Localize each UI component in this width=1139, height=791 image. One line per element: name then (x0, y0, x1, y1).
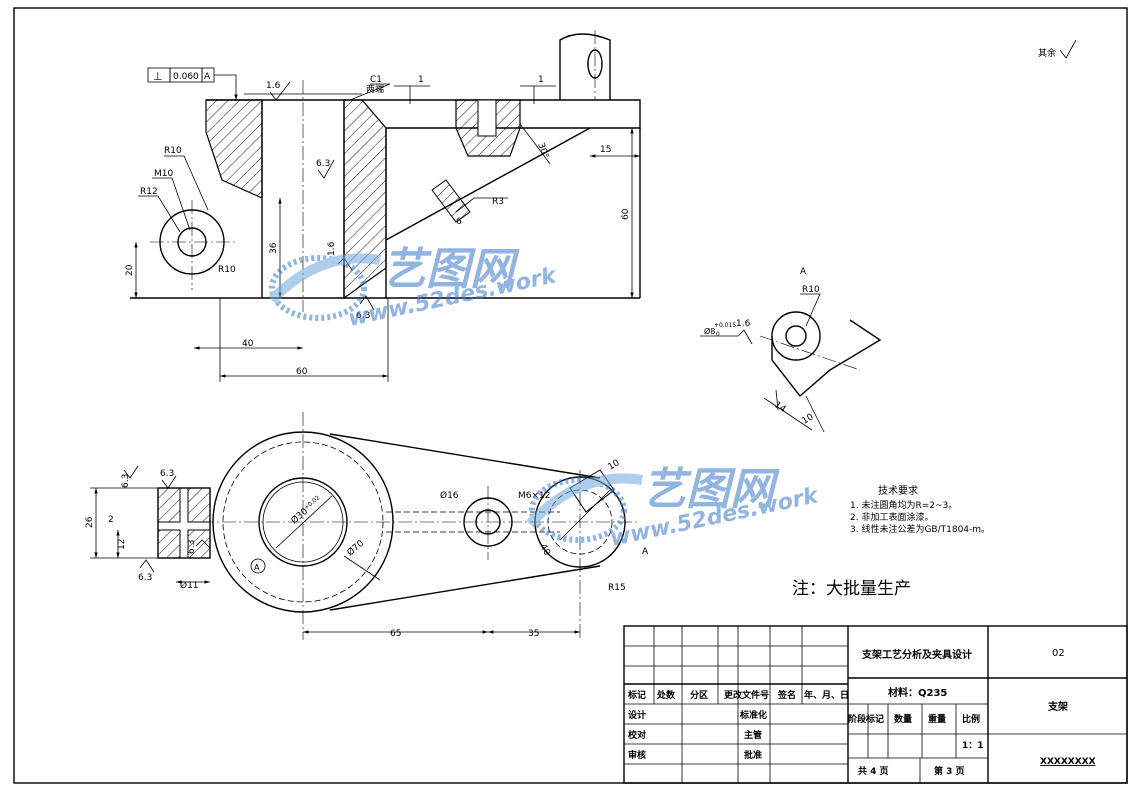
tol-value: 0.060 (173, 72, 199, 82)
tb-total: 共 4 页 (858, 765, 889, 777)
chamfer-note: 两端 (366, 83, 384, 95)
aux-view-title: A (800, 267, 807, 277)
dim-20: 20 (125, 264, 135, 276)
aux-view-a (700, 293, 882, 433)
top-view (130, 30, 1077, 382)
roughness-4: 6.3 (356, 311, 370, 321)
tb-h-zone: 分区 (690, 689, 708, 701)
dim-40: 40 (242, 339, 254, 349)
chamfer-label: C1 (370, 75, 382, 85)
tb-stage-mark: 阶段标记 (848, 713, 884, 725)
bv-roughness-3: 6.3 (187, 540, 197, 554)
tb-h-sign: 签名 (777, 689, 796, 701)
watermark-cn-1: 艺图网 (382, 244, 520, 295)
roughness-aux: 1.6 (736, 319, 751, 329)
bv-roughness-1: 6.3 (121, 474, 131, 488)
tech-req-title: 技术要求 (878, 484, 918, 497)
watermark-cn-2: 艺图网 (642, 464, 780, 515)
roughness-3: 1.6 (327, 241, 337, 256)
bv-dim-10: 10 (607, 458, 622, 473)
tb-scale: 1：1 (962, 741, 984, 751)
watermark-1: 艺图网 www.52des.work (268, 244, 560, 332)
sheet-border (13, 7, 1128, 784)
tb-check: 校对 (628, 729, 646, 741)
watermark-2: 艺图网 www.52des.work (526, 464, 822, 552)
dim-6: 6 (456, 217, 462, 227)
bv-roughness-4: 6.3 (138, 573, 152, 583)
tb-material: 材料：Q235 (888, 686, 947, 699)
bv-dim-phi11: Ø11 (180, 580, 199, 591)
aux-phi: Ø8 (704, 326, 715, 336)
tech-req-1: 1. 未注圆角均为R=2~3。 (850, 499, 957, 511)
bv-roughness-2: 6.3 (160, 469, 174, 479)
aux-phi-tol: +0.015 (714, 322, 736, 329)
aux-r10: R10 (802, 285, 820, 295)
tb-company: XXXXXXXX (1040, 757, 1096, 767)
tb-project: 支架工艺分析及夹具设计 (861, 648, 972, 661)
dim-36: 36 (269, 242, 279, 254)
bv-dim-65: 65 (390, 629, 401, 639)
aux-phi-tol2: 0 (716, 331, 720, 338)
tb-h-mark: 标记 (627, 689, 646, 701)
dim-r12: R12 (140, 187, 158, 197)
title-block (623, 625, 1128, 784)
bv-dim-phi30-tol: +0.02 (303, 494, 322, 511)
bv-dim-26: 26 (85, 516, 95, 528)
tb-h-date: 年、月、日 (804, 689, 849, 701)
dim-1b: 1 (538, 75, 544, 85)
bv-dim-phi70: Ø70 (345, 538, 366, 559)
dim-60h: 60 (296, 367, 308, 377)
bv-dim-35: 35 (528, 629, 539, 639)
aux-10: 10 (801, 412, 816, 427)
bv-dim-phi16: Ø16 (440, 490, 459, 501)
bv-dim-2: 2 (108, 515, 114, 525)
dim-r10b: R10 (218, 265, 236, 275)
tb-qty: 数量 (894, 713, 912, 725)
tb-sheet: 第 3 页 (934, 765, 965, 777)
roughness-1: 1.6 (266, 81, 281, 91)
tb-part-name: 支架 (1047, 700, 1068, 713)
tb-weight: 重量 (928, 713, 946, 725)
roughness-other-label: 其余 (1038, 47, 1056, 59)
tb-standardize: 标准化 (739, 709, 767, 721)
tb-design: 设计 (628, 709, 646, 721)
tech-req-3: 3. 线性未注公差为GB/T1804-m。 (850, 523, 990, 535)
tb-approve: 批准 (744, 749, 762, 761)
bv-dim-12: 12 (117, 539, 127, 550)
tb-supervisor: 主管 (744, 729, 762, 741)
bv-view-a: A (642, 547, 649, 557)
roughness-2: 6.3 (316, 159, 330, 169)
bv-datum-a: A (254, 563, 260, 572)
bottom-view (90, 412, 640, 640)
dim-r10a: R10 (164, 146, 182, 156)
tb-review: 审核 (628, 749, 646, 761)
dim-m10: M10 (154, 169, 173, 179)
tol-symbol: ⊥ (153, 70, 163, 83)
tb-drawing-no: 02 (1052, 648, 1065, 659)
dim-r3: R3 (492, 197, 504, 207)
tb-h-count: 处数 (656, 689, 676, 701)
tech-req-2: 2. 非加工表面涂漆。 (850, 511, 933, 523)
aux-14: 14 (772, 400, 787, 415)
tol-datum: A (204, 72, 211, 82)
dim-1a: 1 (418, 75, 424, 85)
tb-h-docno: 更改文件号 (724, 689, 769, 701)
tb-scale-label: 比例 (962, 713, 980, 725)
bv-dim-r15: R15 (608, 583, 626, 593)
dim-60v: 60 (621, 208, 631, 220)
dim-15: 15 (600, 145, 611, 155)
production-note: 注：大批量生产 (792, 579, 911, 599)
